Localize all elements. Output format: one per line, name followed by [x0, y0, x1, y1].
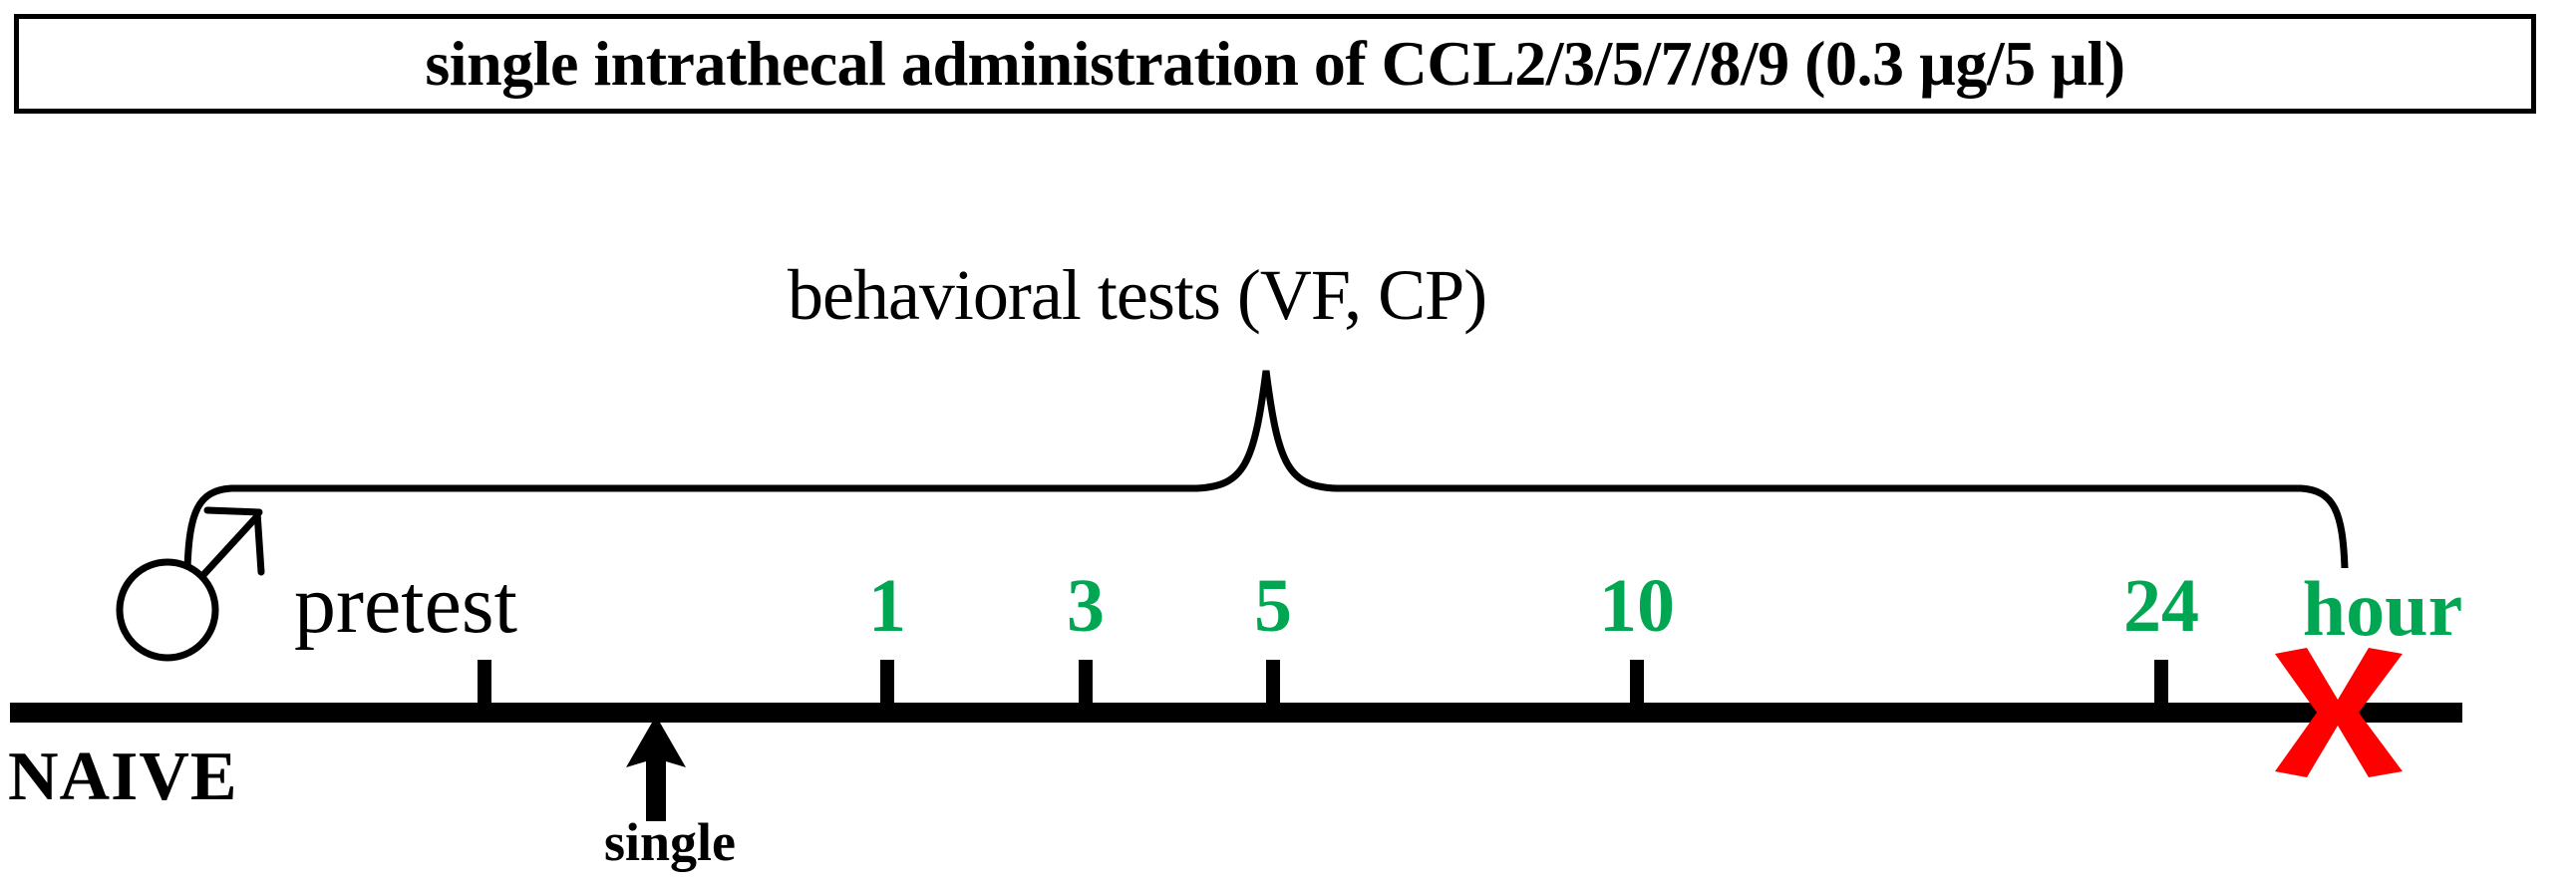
- red-cross-icon: [2263, 648, 2413, 777]
- timeline-label-5: 5: [1254, 564, 1292, 648]
- timeline-tick-24: [2154, 660, 2168, 706]
- timeline-tick-pretest: [478, 660, 491, 706]
- timeline-label-3: 3: [1067, 564, 1105, 648]
- behavioral-tests-brace: [179, 369, 2353, 572]
- title-box: single intrathecal administration of CCL…: [14, 14, 2536, 114]
- male-sex-symbol-icon: [108, 488, 277, 668]
- timeline-label-pretest: pretest: [294, 558, 517, 651]
- timeline-label-24: 24: [2123, 564, 2199, 648]
- timeline-label-1: 1: [868, 564, 906, 648]
- timeline-tick-1: [880, 660, 894, 706]
- behavioral-tests-label: behavioral tests (VF, CP): [788, 255, 1487, 335]
- timeline-label-10: 10: [1599, 564, 1675, 648]
- timeline-tick-5: [1266, 660, 1280, 706]
- injection-arrow-icon: [598, 716, 718, 825]
- timeline-axis: [10, 703, 2462, 723]
- timeline-unit-label: hour: [2302, 565, 2463, 652]
- injection-label-single: single: [603, 812, 737, 872]
- title-text: single intrathecal administration of CCL…: [425, 28, 2125, 99]
- group-label-naive: NAIVE: [8, 738, 238, 815]
- timeline-tick-3: [1079, 660, 1093, 706]
- timeline-tick-10: [1630, 660, 1644, 706]
